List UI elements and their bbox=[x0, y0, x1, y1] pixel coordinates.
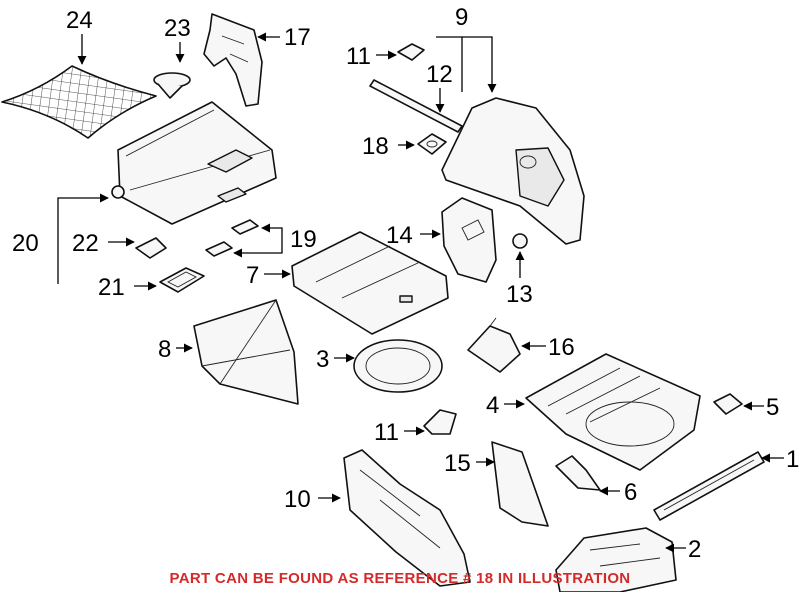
panel-15-part bbox=[491, 441, 549, 527]
cap-13-part bbox=[512, 233, 528, 249]
callout-11-lower: 11 bbox=[374, 419, 399, 446]
callout-12: 12 bbox=[426, 61, 453, 88]
access-cover-part bbox=[441, 197, 497, 283]
callout-21: 21 bbox=[98, 274, 125, 301]
callout-9: 9 bbox=[455, 4, 468, 31]
spare-tray-part bbox=[525, 353, 701, 471]
callout-labels: 24 23 17 9 11 12 18 20 22 21 19 14 13 7 … bbox=[12, 4, 799, 563]
callout-14: 14 bbox=[386, 222, 413, 249]
leader-20-up bbox=[57, 193, 109, 242]
callout-7: 7 bbox=[246, 262, 259, 289]
cargo-net-part bbox=[1, 65, 157, 139]
callout-6: 6 bbox=[624, 479, 637, 506]
callout-3: 3 bbox=[316, 346, 329, 373]
callout-13: 13 bbox=[506, 281, 533, 308]
large-side-trim-part bbox=[343, 449, 471, 587]
clip-5-part bbox=[713, 393, 743, 415]
clip-22-part bbox=[135, 237, 167, 259]
bracket-21-part bbox=[159, 267, 205, 293]
callout-10: 10 bbox=[284, 486, 311, 513]
leader-19a bbox=[261, 223, 283, 238]
callout-1: 1 bbox=[786, 446, 799, 473]
rod-part bbox=[369, 79, 463, 133]
side-trim-panel-part bbox=[441, 97, 585, 245]
reference-note: PART CAN BE FOUND AS REFERENCE # 18 IN I… bbox=[170, 570, 631, 587]
side-box-part bbox=[193, 299, 299, 405]
callout-18: 18 bbox=[362, 133, 389, 160]
sill-plate-part bbox=[653, 451, 765, 521]
callout-23: 23 bbox=[164, 15, 191, 42]
trim-bracket-part bbox=[203, 13, 263, 107]
bracket-16-part bbox=[467, 317, 521, 373]
ring-part bbox=[353, 339, 443, 393]
clip-11-lower-part bbox=[423, 409, 457, 435]
callout-8: 8 bbox=[158, 336, 171, 363]
callout-4: 4 bbox=[486, 392, 499, 419]
leader-19b bbox=[233, 238, 283, 258]
callout-22: 22 bbox=[72, 230, 99, 257]
trim-6-part bbox=[555, 455, 601, 491]
clips-19-part bbox=[205, 219, 259, 257]
grommet-18-part bbox=[417, 133, 447, 155]
floor-panel-part bbox=[291, 231, 449, 335]
tie-down-hook-part bbox=[153, 72, 191, 99]
leader-lines bbox=[57, 32, 784, 553]
clip-11-upper-part bbox=[397, 43, 425, 61]
cargo-cover-part bbox=[111, 101, 277, 225]
callout-24: 24 bbox=[66, 7, 93, 34]
tool-tray-part bbox=[555, 527, 677, 592]
callout-11-upper: 11 bbox=[346, 43, 371, 70]
callout-16: 16 bbox=[548, 334, 575, 361]
callout-15: 15 bbox=[444, 450, 471, 477]
callout-17: 17 bbox=[284, 24, 311, 51]
leader-9b bbox=[462, 36, 497, 93]
callout-20: 20 bbox=[12, 230, 39, 257]
callout-2: 2 bbox=[688, 536, 701, 563]
callout-19: 19 bbox=[290, 226, 317, 253]
callout-5: 5 bbox=[766, 394, 779, 421]
